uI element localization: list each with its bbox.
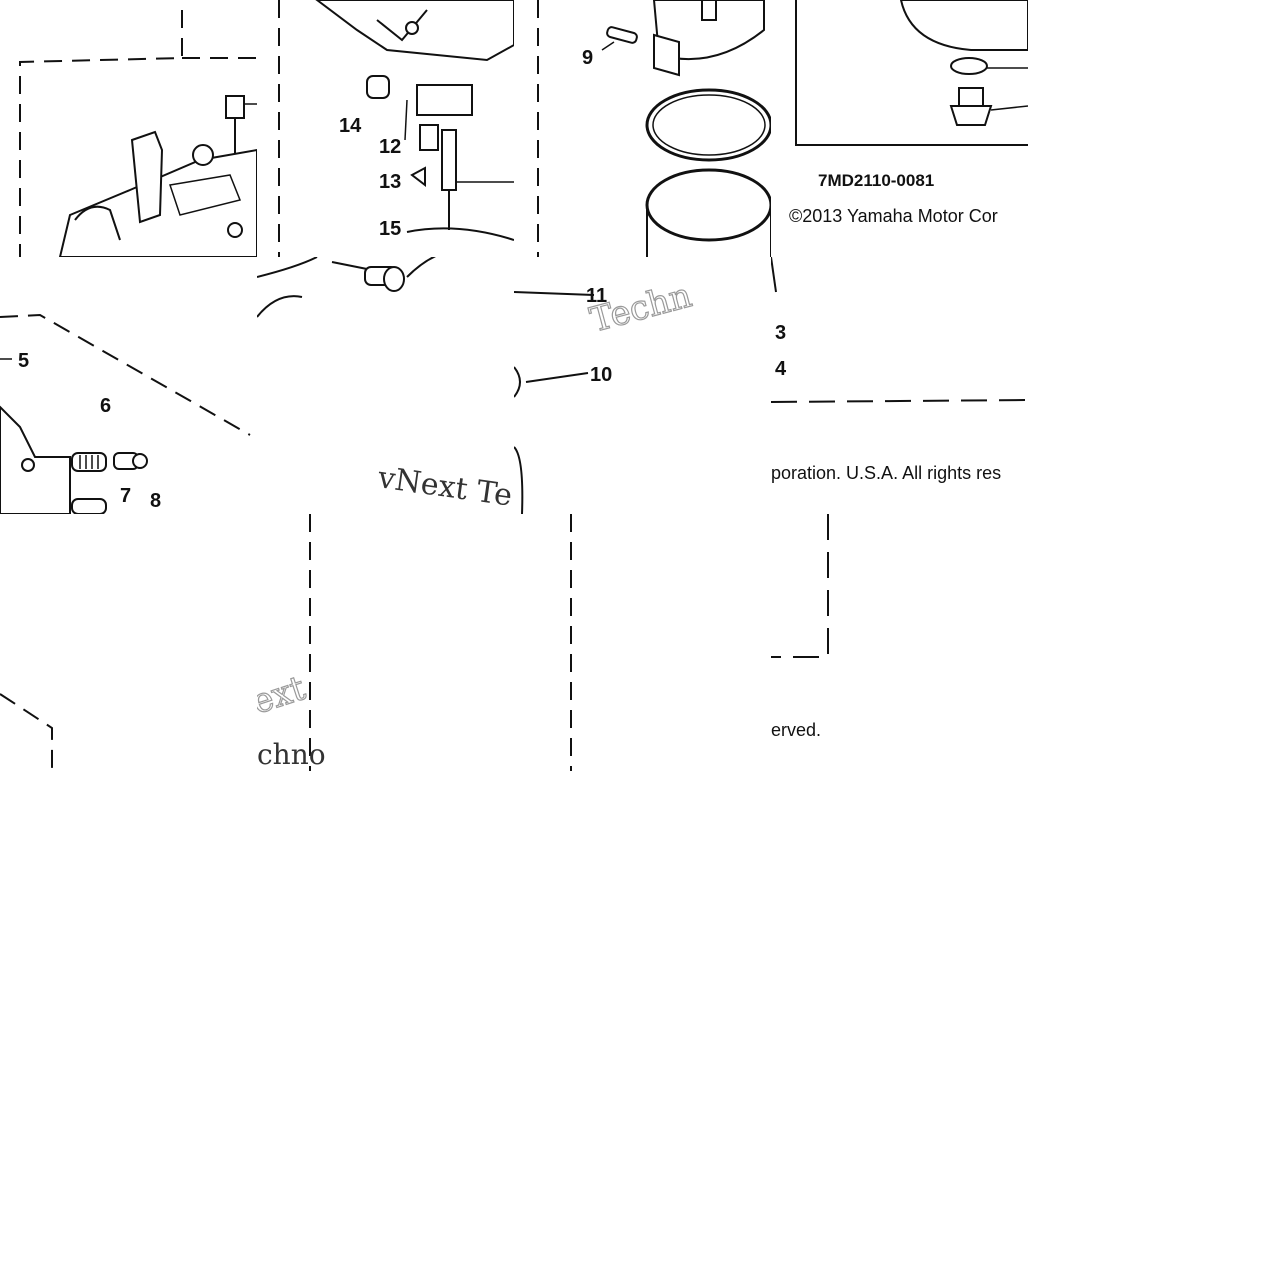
bottom-right-drawing: erved. bbox=[771, 514, 829, 740]
watermark-ext: ext bbox=[257, 668, 310, 723]
diagram-tile-bottom-center: ext chno bbox=[257, 514, 514, 771]
screw-watermark-drawing: vNext Te bbox=[257, 257, 514, 514]
diagram-tile-screw-watermark: vNext Te bbox=[257, 257, 514, 514]
bottom-left-drawing bbox=[0, 693, 53, 771]
callout-8: 8 bbox=[150, 490, 161, 512]
diagram-tile-float-rings: 9 bbox=[514, 0, 771, 257]
callout-9: 9 bbox=[582, 47, 593, 69]
callout-13: 13 bbox=[379, 171, 401, 193]
carburetor-lower-drawing: 5 6 7 8 2 bbox=[0, 313, 251, 514]
copyright-part-3: erved. bbox=[771, 720, 821, 740]
part-code: 7MD2110-0081 bbox=[818, 171, 934, 190]
callout-6: 6 bbox=[100, 395, 111, 417]
diagram-tile-bottom-right: erved. bbox=[771, 514, 1028, 771]
callout-7: 7 bbox=[120, 485, 131, 507]
carburetor-top-drawing bbox=[19, 10, 257, 257]
diagram-tile-bottom-right-center bbox=[514, 514, 771, 771]
callout-12: 12 bbox=[379, 136, 401, 158]
callout-11: 11 bbox=[586, 285, 607, 307]
diagram-tile-carburetor-top bbox=[0, 0, 257, 257]
labels-10-11-drawing: 11 10 Techn bbox=[514, 275, 696, 514]
float-needle-drawing: 14 12 13 15 bbox=[278, 0, 514, 257]
drain-copyright-drawing: 7MD2110-0081 ©2013 Yamaha Motor Cor bbox=[789, 0, 1028, 226]
watermark-chno: chno bbox=[257, 738, 326, 771]
diagram-tile-carburetor-lower: 5 6 7 8 2 bbox=[0, 257, 257, 514]
bottom-right-center-drawing bbox=[570, 514, 572, 771]
callout-14: 14 bbox=[339, 115, 362, 137]
callout-10: 10 bbox=[590, 364, 612, 386]
diagram-tile-float-needle: 14 12 13 15 bbox=[257, 0, 514, 257]
float-rings-drawing: 9 bbox=[537, 0, 771, 257]
diagram-tile-bottom-left bbox=[0, 514, 257, 771]
copyright-part-1: ©2013 Yamaha Motor Cor bbox=[789, 206, 998, 226]
callout-3: 3 bbox=[775, 322, 786, 344]
watermark-vnext-text: vNext Te bbox=[375, 460, 514, 514]
labels-3-4-drawing: 3 4 poration. U.S.A. All rights res bbox=[771, 257, 1028, 483]
callout-5: 5 bbox=[18, 350, 29, 372]
diagram-tile-labels-3-4: 3 4 poration. U.S.A. All rights res bbox=[771, 257, 1028, 514]
callout-4: 4 bbox=[775, 358, 787, 380]
copyright-part-2: poration. U.S.A. All rights res bbox=[771, 463, 1001, 483]
callout-15: 15 bbox=[379, 218, 401, 240]
diagram-tile-drain-copyright: 7MD2110-0081 ©2013 Yamaha Motor Cor bbox=[771, 0, 1028, 257]
diagram-tile-labels-10-11: 11 10 Techn bbox=[514, 257, 771, 514]
bottom-center-drawing: ext chno bbox=[257, 514, 326, 771]
